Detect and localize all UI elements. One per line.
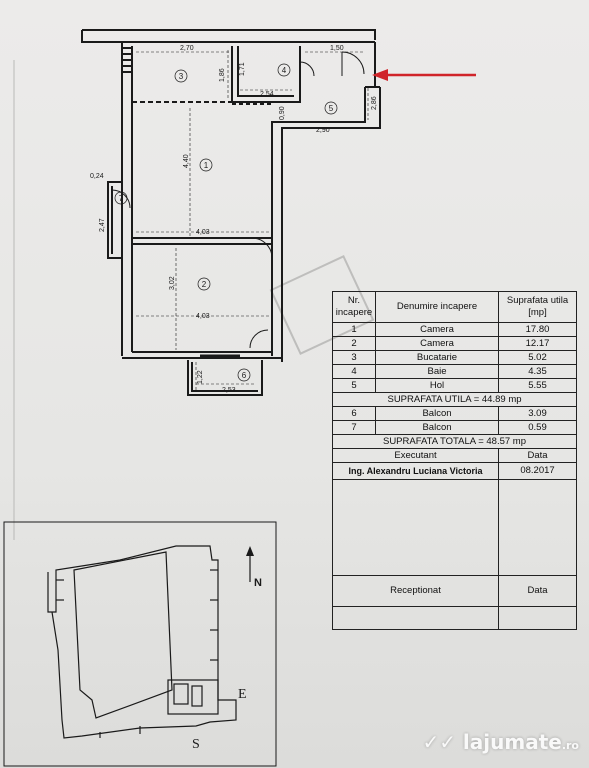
signature-space-row (332, 479, 577, 576)
room-number-5: 5 (329, 104, 334, 113)
east-label: E (238, 687, 247, 702)
receptionat-sign-row (332, 606, 577, 630)
dim-label: 1,22 (197, 370, 204, 384)
red-arrow-icon (372, 69, 476, 81)
dimension-lines (136, 50, 369, 390)
dim-label: 4,40 (183, 154, 190, 168)
row-area: 5.02 (498, 350, 577, 365)
signature-space (498, 606, 577, 630)
dim-label: 2,47 (99, 218, 106, 232)
grand-total: SUPRAFATA TOTALA = 48.57 mp (332, 434, 577, 449)
table-header: Nr. incapere (332, 291, 376, 323)
table-row: 5 Hol 5.55 (332, 378, 577, 393)
dim-label: 0,24 (90, 173, 104, 180)
table-header-row: Nr. incapere Denumire incapere Suprafata… (332, 291, 577, 323)
dim-label: 2,70 (180, 45, 194, 52)
room-number-6: 6 (242, 371, 247, 380)
dimension-labels: 2,70 1,50 1,86 1,71 2,54 2,86 0,90 2,90 … (90, 45, 378, 394)
table-row: 3 Bucatarie 5.02 (332, 350, 577, 365)
data-label: Data (498, 448, 577, 463)
grand-total-row: SUPRAFATA TOTALA = 48.57 mp (332, 434, 577, 449)
row-name: Balcon (375, 420, 499, 435)
table-header: Suprafata utila [mp] (498, 291, 577, 323)
row-area: 17.80 (498, 322, 577, 337)
row-name: Hol (375, 378, 499, 393)
signature-space (498, 479, 577, 576)
watermark-icon: ✓✓ (422, 730, 456, 754)
table-row: 7 Balcon 0.59 (332, 420, 577, 435)
data-label: Data (498, 575, 577, 607)
dim-label: 2,54 (260, 91, 274, 98)
row-name: Camera (375, 322, 499, 337)
row-area: 0.59 (498, 420, 577, 435)
row-area: 4.35 (498, 364, 577, 379)
dim-label: 4,03 (196, 229, 210, 236)
row-name: Baie (375, 364, 499, 379)
row-area: 3.09 (498, 406, 577, 421)
executant-header-row: Executant Data (332, 448, 577, 463)
dim-label: 4,03 (196, 313, 210, 320)
room-number-4: 4 (282, 66, 287, 75)
dim-label: 1,71 (239, 62, 246, 76)
row-name: Balcon (375, 406, 499, 421)
executant-name: Ing. Alexandru Luciana Victoria (332, 462, 499, 480)
site-plan: N E S (3, 521, 277, 767)
dim-label: 2,53 (222, 387, 236, 394)
south-label: S (192, 737, 200, 752)
row-number: 1 (332, 322, 376, 337)
north-arrow-icon (246, 546, 254, 582)
watermark-brand: lajumate (462, 730, 562, 754)
table-row: 6 Balcon 3.09 (332, 406, 577, 421)
util-total-row: SUPRAFATA UTILA = 44.89 mp (332, 392, 577, 407)
row-number: 5 (332, 378, 376, 393)
executant-label: Executant (332, 448, 499, 463)
table-row: 2 Camera 12.17 (332, 336, 577, 351)
executant-date: 08.2017 (498, 462, 577, 480)
dim-label: 3,02 (169, 276, 176, 290)
receptionat-label: Receptionat (332, 575, 499, 607)
executant-row: Ing. Alexandru Luciana Victoria 08.2017 (332, 462, 577, 480)
room-number-3: 3 (179, 72, 184, 81)
room-numbers: 3 4 5 1 2 6 7 (114, 63, 338, 382)
table-row: 4 Baie 4.35 (332, 364, 577, 379)
dim-label: 1,50 (330, 45, 344, 52)
row-number: 3 (332, 350, 376, 365)
signature-space (332, 479, 499, 576)
row-name: Camera (375, 336, 499, 351)
room-number-2: 2 (202, 280, 207, 289)
row-area: 5.55 (498, 378, 577, 393)
watermark-domain: .ro (561, 739, 579, 752)
row-number: 6 (332, 406, 376, 421)
dim-label: 1,86 (219, 68, 226, 82)
row-number: 4 (332, 364, 376, 379)
receptionat-row: Receptionat Data (332, 575, 577, 607)
north-label: N (254, 577, 262, 589)
util-total: SUPRAFATA UTILA = 44.89 mp (332, 392, 577, 407)
row-number: 7 (332, 420, 376, 435)
doors (111, 51, 365, 358)
signature-space (332, 606, 499, 630)
room-number-7: 7 (119, 194, 124, 203)
area-table: Nr. incapere Denumire incapere Suprafata… (332, 291, 577, 630)
row-area: 12.17 (498, 336, 577, 351)
row-number: 2 (332, 336, 376, 351)
table-header: Denumire incapere (375, 291, 499, 323)
dim-label: 2,90 (316, 127, 330, 134)
row-name: Bucatarie (375, 350, 499, 365)
watermark-logo: ✓✓ lajumate.ro (422, 730, 579, 754)
table-row: 1 Camera 17.80 (332, 322, 577, 337)
walls (81, 29, 381, 396)
dim-label: 2,86 (371, 96, 378, 110)
dim-label: 0,90 (279, 106, 286, 120)
room-number-1: 1 (204, 161, 209, 170)
